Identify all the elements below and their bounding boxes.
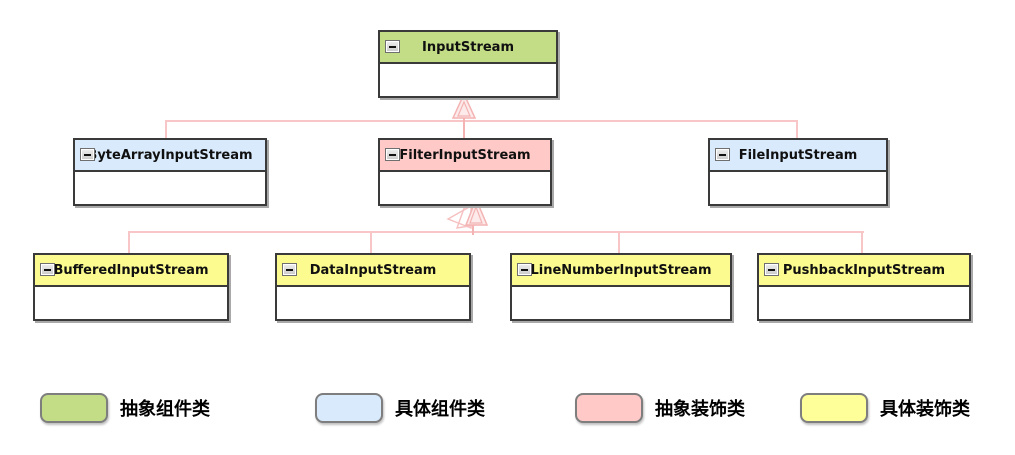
- collapse-minus-icon[interactable]: [80, 148, 95, 161]
- inheritance-connector-data: [370, 231, 372, 253]
- inheritance-connector-pushback: [861, 231, 863, 253]
- class-body: [380, 172, 550, 204]
- class-title: ByteArrayInputStream: [87, 147, 253, 163]
- minus-glyph: [521, 268, 528, 271]
- legend-label: 抽象装饰类: [655, 399, 745, 420]
- class-header: LineNumberInputStream: [512, 255, 730, 287]
- class-body: [512, 287, 730, 319]
- class-title: InputStream: [422, 39, 514, 55]
- legend-swatch-blue: [315, 393, 383, 423]
- collapse-minus-icon[interactable]: [517, 263, 532, 276]
- class-box-inputstream[interactable]: InputStream: [378, 30, 558, 98]
- legend-swatch-yellow: [800, 393, 868, 423]
- inheritance-connector-trunk-bottom: [128, 231, 864, 233]
- legend-item-abstract-decorator: 抽象装饰类: [575, 393, 745, 423]
- class-body: [759, 287, 969, 319]
- class-header: FilterInputStream: [380, 140, 550, 172]
- inheritance-connector-trunk-top: [165, 120, 798, 122]
- legend-label: 抽象组件类: [120, 399, 210, 420]
- minus-glyph: [44, 268, 51, 271]
- class-box-linenumberinputstream[interactable]: LineNumberInputStream: [510, 253, 732, 321]
- class-body: [380, 64, 556, 96]
- legend-label: 具体装饰类: [880, 399, 970, 420]
- class-body: [75, 172, 265, 204]
- class-header: DataInputStream: [277, 255, 469, 287]
- generalization-arrow-icon: [451, 92, 477, 139]
- inheritance-connector-file: [796, 120, 798, 138]
- class-box-bytearrayinputstream[interactable]: ByteArrayInputStream: [73, 138, 267, 206]
- legend-item-concrete-decorator: 具体装饰类: [800, 393, 970, 423]
- class-title: FilterInputStream: [399, 147, 531, 163]
- collapse-minus-icon[interactable]: [385, 40, 400, 53]
- legend-item-abstract-component: 抽象组件类: [40, 393, 210, 423]
- class-title: PushbackInputStream: [782, 262, 946, 278]
- minus-glyph: [286, 268, 293, 271]
- minus-glyph: [768, 268, 775, 271]
- class-header: BufferedInputStream: [35, 255, 227, 287]
- minus-glyph: [389, 45, 396, 48]
- class-box-filterinputstream[interactable]: FilterInputStream: [378, 138, 552, 206]
- collapse-minus-icon[interactable]: [282, 263, 297, 276]
- class-header: FileInputStream: [710, 140, 886, 172]
- minus-glyph: [84, 153, 91, 156]
- inheritance-connector-bytearray: [165, 120, 167, 138]
- class-body: [277, 287, 469, 319]
- legend-label: 具体组件类: [395, 399, 485, 420]
- class-body: [710, 172, 886, 204]
- legend-swatch-green: [40, 393, 108, 423]
- class-title: LineNumberInputStream: [530, 262, 712, 278]
- collapse-minus-icon[interactable]: [385, 148, 400, 161]
- inheritance-connector-linenumber: [618, 231, 620, 253]
- class-header: PushbackInputStream: [759, 255, 969, 287]
- class-header: ByteArrayInputStream: [75, 140, 265, 172]
- class-header: InputStream: [380, 32, 556, 64]
- class-title: DataInputStream: [309, 262, 437, 278]
- collapse-minus-icon[interactable]: [764, 263, 779, 276]
- minus-glyph: [389, 153, 396, 156]
- collapse-minus-icon[interactable]: [715, 148, 730, 161]
- class-body: [35, 287, 227, 319]
- class-title: FileInputStream: [738, 147, 858, 163]
- class-box-bufferedinputstream[interactable]: BufferedInputStream: [33, 253, 229, 321]
- class-box-fileinputstream[interactable]: FileInputStream: [708, 138, 888, 206]
- legend-swatch-pink: [575, 393, 643, 423]
- class-box-pushbackinputstream[interactable]: PushbackInputStream: [757, 253, 971, 321]
- minus-glyph: [719, 153, 726, 156]
- class-box-datainputstream[interactable]: DataInputStream: [275, 253, 471, 321]
- legend-item-concrete-component: 具体组件类: [315, 393, 485, 423]
- inheritance-connector-buffered: [128, 231, 130, 253]
- class-title: BufferedInputStream: [53, 262, 209, 278]
- collapse-minus-icon[interactable]: [40, 263, 55, 276]
